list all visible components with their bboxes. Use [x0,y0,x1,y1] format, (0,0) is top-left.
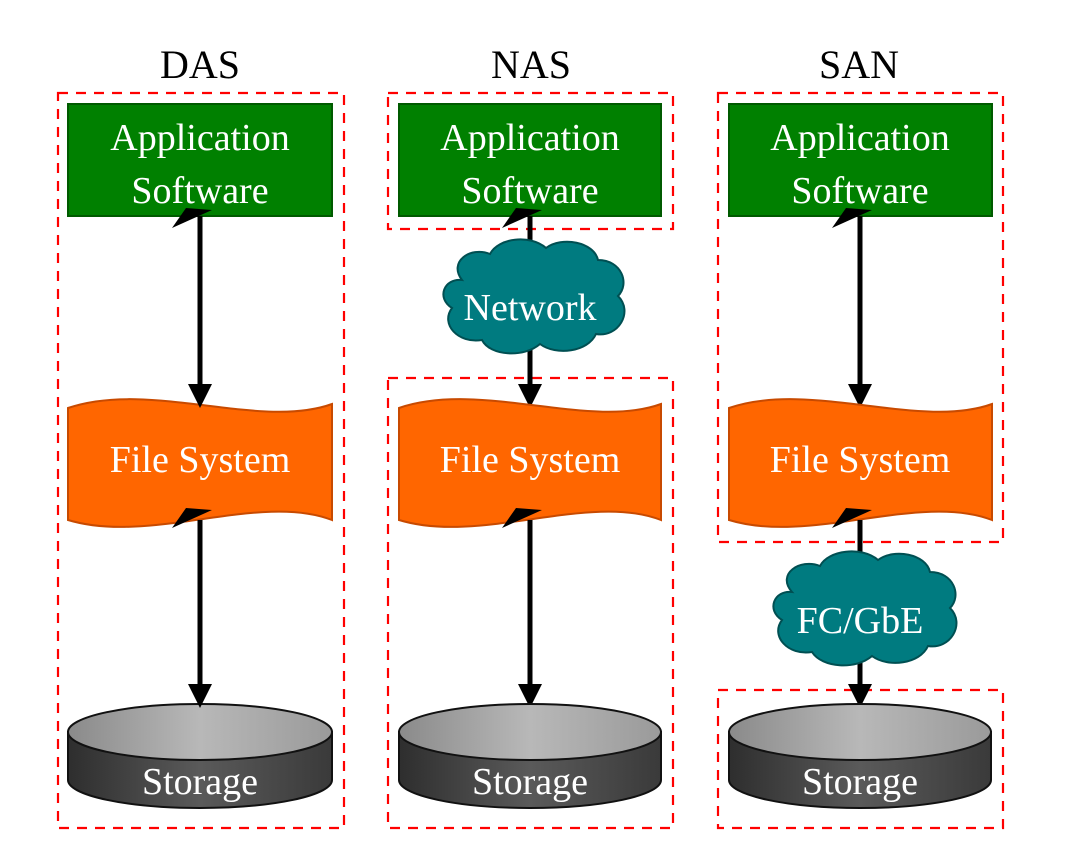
san-storage-label: Storage [802,761,918,803]
das-app-label-line1: Application [110,117,289,159]
das-arrowhead-up-icon-2 [172,508,212,528]
das-arrowhead-down-icon [188,384,212,408]
san-arrowhead-down-icon-2 [848,684,872,708]
san-app-label-line2: Software [791,170,928,212]
network-label: Network [464,287,597,329]
das-application-software-box: Application Software [67,103,333,217]
san-application-software-box: Application Software [728,103,993,217]
san-app-label-line1: Application [770,117,949,159]
das-file-system-banner: File System [67,398,333,528]
das-storage-cylinder: Storage [67,703,333,809]
nas-arrowhead-up-icon-2 [502,508,542,528]
nas-frame-bottom [386,376,675,830]
fc-gbe-cloud-icon: FC/GbE [772,550,958,667]
san-frame-top [716,91,1005,544]
das-arrowhead-up-icon [172,208,212,228]
nas-arrowhead-up-icon [502,208,542,228]
san-file-system-banner: File System [728,398,993,528]
san-file-system-label: File System [770,439,951,481]
das-file-system-label: File System [110,439,291,481]
network-cloud-icon: Network [442,238,626,355]
column-das: DAS Application Software File System Sto… [56,42,346,830]
das-arrowhead-down-icon-2 [188,684,212,708]
nas-arrowhead-down-icon [518,384,542,408]
column-title-das: DAS [160,42,240,87]
nas-app-label-line2: Software [461,170,598,212]
nas-file-system-banner: File System [398,398,662,528]
nas-storage-label: Storage [472,761,588,803]
nas-arrowhead-down-icon-2 [518,684,542,708]
das-frame [56,91,346,830]
nas-application-software-box: Application Software [398,103,662,217]
san-arrowhead-up-icon-2 [832,508,872,528]
fc-gbe-label: FC/GbE [797,600,924,642]
column-title-san: SAN [819,42,899,87]
column-san: SAN Application Software File System FC/… [716,42,1005,830]
das-app-label-line2: Software [131,170,268,212]
san-arrowhead-down-icon [848,384,872,408]
san-storage-cylinder: Storage [728,703,992,809]
das-storage-label: Storage [142,761,258,803]
san-frame-bottom [716,688,1005,830]
nas-file-system-label: File System [440,439,621,481]
nas-app-label-line1: Application [440,117,619,159]
san-arrowhead-up-icon [832,208,872,228]
column-nas: NAS Application Software Network File Sy… [386,42,675,830]
nas-storage-cylinder: Storage [398,703,662,809]
column-title-nas: NAS [491,42,571,87]
